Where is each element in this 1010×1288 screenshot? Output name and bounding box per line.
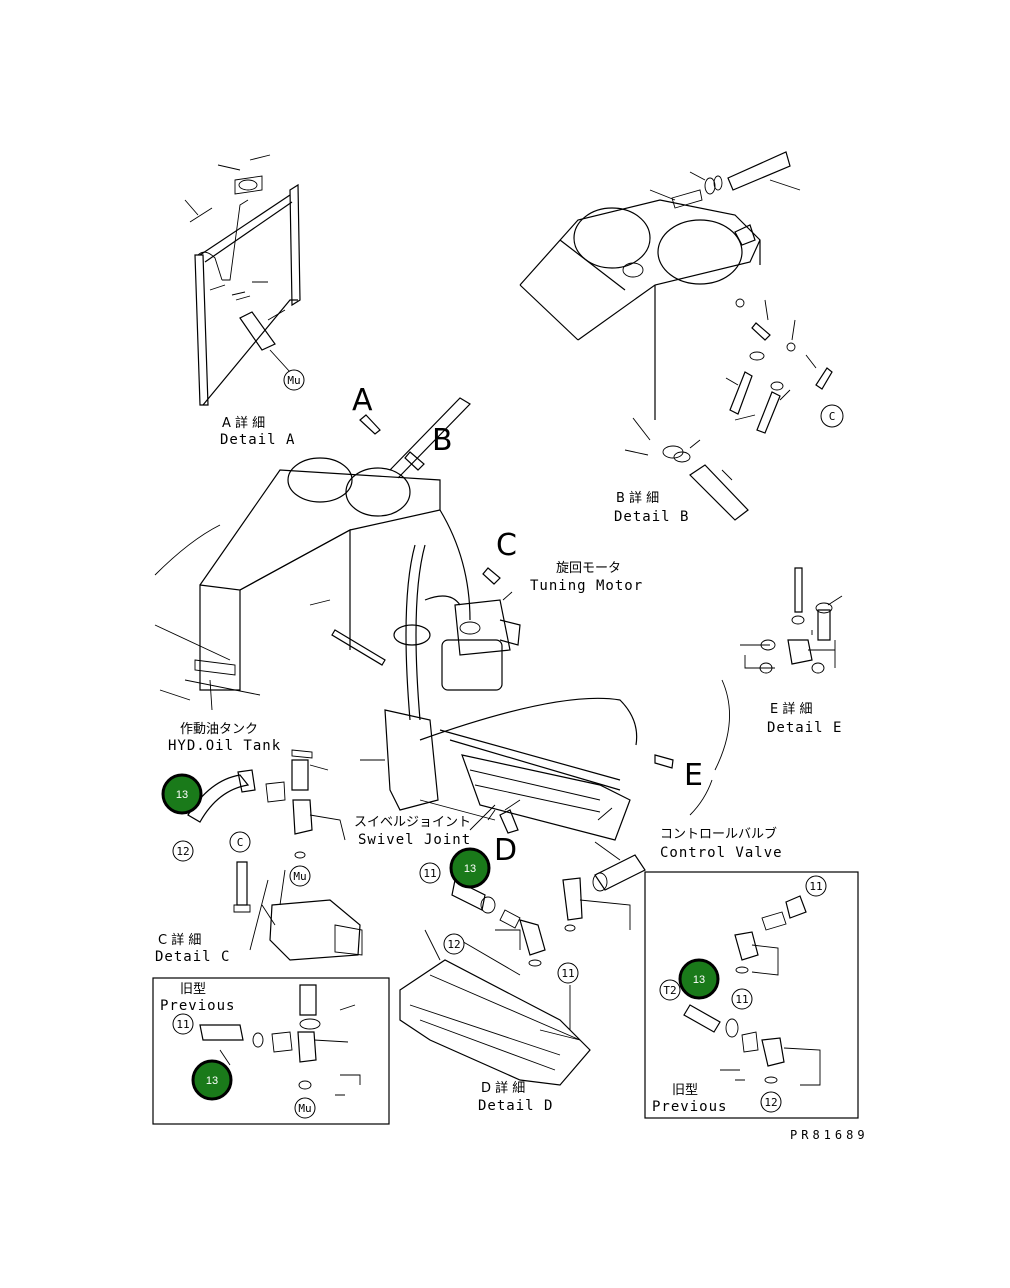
svg-text:11: 11: [423, 867, 436, 880]
previous-left-label-en: Previous: [160, 998, 235, 1014]
view-letter-e: E: [684, 758, 703, 793]
svg-text:12: 12: [764, 1096, 777, 1109]
detail-d-label-jp: D 詳 細: [481, 1080, 525, 1096]
svg-text:11: 11: [735, 993, 748, 1006]
drawing-number: PR81689: [790, 1128, 869, 1142]
svg-text:C: C: [237, 836, 244, 849]
hotspot-label: 13: [176, 789, 188, 801]
hotspot-label: 13: [464, 863, 476, 875]
previous-left-drawing: [199, 984, 361, 1096]
svg-text:12: 12: [176, 845, 189, 858]
callout-11-d-right: 11: [557, 962, 579, 984]
detail-a-label-jp: A 詳 細: [222, 415, 265, 431]
detail-d-label-en: Detail D: [478, 1098, 553, 1114]
callout-t2-prev-right: T2: [659, 979, 681, 1001]
detail-a-label-en: Detail A: [220, 432, 295, 448]
swivel-joint-label-en: Swivel Joint: [358, 832, 471, 848]
swivel-joint-label-jp: スイベルジョイント: [354, 815, 471, 830]
hotspot-label: 13: [693, 974, 705, 986]
hotspot-13-previous-left[interactable]: 13: [191, 1059, 233, 1101]
turning-motor-label-en: Tuning Motor: [530, 578, 643, 594]
svg-text:Mu: Mu: [298, 1102, 311, 1115]
detail-c-drawing: [187, 749, 363, 961]
previous-box-right: [644, 871, 859, 1119]
view-letter-a: A: [352, 383, 373, 418]
detail-e-label-jp: E 詳 細: [770, 701, 812, 717]
previous-box-left: [152, 977, 390, 1125]
view-letter-d: D: [494, 833, 517, 868]
hotspot-13-previous-right[interactable]: 13: [678, 958, 720, 1000]
svg-text:12: 12: [447, 938, 460, 951]
detail-b-label-en: Detail B: [614, 509, 689, 525]
previous-right-label-en: Previous: [652, 1099, 727, 1115]
previous-right-label-jp: 旧型: [672, 1083, 698, 1098]
hotspot-13-detail-d[interactable]: 13: [449, 847, 491, 889]
callout-11-prev-right-top: 11: [805, 875, 827, 897]
detail-a-drawing: [184, 154, 301, 406]
hotspot-13-detail-c[interactable]: 13: [161, 773, 203, 815]
detail-c-label-en: Detail C: [155, 949, 230, 965]
callout-11-prev-right-mid: 11: [731, 988, 753, 1010]
detail-b-label-jp: B 詳 細: [616, 490, 659, 506]
detail-b-drawing: [519, 151, 833, 521]
hyd-tank-label-jp: 作動油タンク: [180, 722, 258, 737]
hotspot-label: 13: [206, 1075, 218, 1087]
detail-e-label-en: Detail E: [767, 720, 842, 736]
hyd-tank-label-en: HYD.Oil Tank: [168, 738, 281, 754]
main-assembly-drawing: [154, 397, 730, 861]
svg-text:C: C: [829, 410, 836, 423]
svg-text:11: 11: [176, 1018, 189, 1031]
callout-c-c: C: [229, 831, 251, 853]
control-valve-label-jp: コントロールバルブ: [660, 826, 777, 842]
callout-mu-prev-left: Mu: [294, 1097, 316, 1119]
callout-11-prev-left: 11: [172, 1013, 194, 1035]
view-letter-c: C: [496, 528, 517, 563]
callout-12-d: 12: [443, 933, 465, 955]
svg-text:11: 11: [561, 967, 574, 980]
svg-text:11: 11: [809, 880, 822, 893]
svg-text:T2: T2: [663, 984, 676, 997]
detail-c-label-jp: C 詳 細: [158, 932, 201, 948]
callout-mu-c: Mu: [289, 865, 311, 887]
previous-right-drawing: [683, 895, 821, 1086]
callout-12-c: 12: [172, 840, 194, 862]
control-valve-label-en: Control Valve: [660, 845, 783, 861]
view-letter-b: B: [432, 423, 453, 458]
svg-text:Mu: Mu: [293, 870, 306, 883]
callout-11-d-top: 11: [419, 862, 441, 884]
detail-d-drawing: [399, 854, 646, 1086]
callout-mu-a: Mu: [283, 369, 305, 391]
svg-text:Mu: Mu: [287, 374, 300, 387]
callout-c-b: C: [820, 404, 844, 428]
callout-12-prev-right: 12: [760, 1091, 782, 1113]
detail-e-drawing: [740, 567, 843, 674]
previous-left-label-jp: 旧型: [180, 982, 206, 997]
turning-motor-label-jp: 旋回モータ: [556, 561, 621, 576]
